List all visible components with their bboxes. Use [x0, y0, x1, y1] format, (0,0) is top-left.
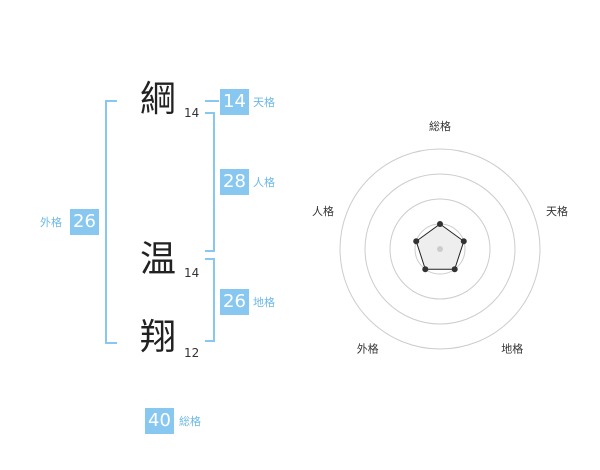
- radar-points: [413, 221, 467, 273]
- chikaku-label: 地格: [253, 296, 275, 309]
- radar-ring-4: [339, 148, 541, 350]
- chikaku-value: 26: [220, 289, 249, 315]
- name-char-2-strokes: 14: [184, 266, 200, 280]
- radar-point-0: [437, 221, 443, 227]
- radar-point-2: [451, 266, 458, 273]
- radar-ring-2: [389, 198, 491, 300]
- soukaku-label: 総格: [179, 415, 201, 428]
- gaikaku-label: 外格: [40, 216, 62, 229]
- radar-point-3: [422, 266, 429, 273]
- tenkaku-label: 天格: [253, 96, 275, 109]
- gaikaku-bracket: [105, 100, 117, 344]
- soukaku-value: 40: [145, 408, 174, 434]
- radar-point-1: [460, 238, 467, 245]
- name-char-3: 翔: [140, 317, 177, 358]
- radar-axis-label-1: 天格: [546, 204, 568, 218]
- radar-center: [437, 246, 443, 252]
- gaikaku-value: 26: [70, 209, 99, 235]
- tenkaku-connector: [205, 100, 219, 102]
- radar-ring-3: [364, 173, 516, 325]
- name-char-1-strokes: 14: [184, 106, 200, 120]
- jinkaku-bracket: [205, 112, 215, 252]
- radar-point-4: [413, 238, 420, 245]
- jinkaku-value: 28: [220, 169, 249, 195]
- jinkaku-label: 人格: [253, 176, 275, 189]
- name-char-3-strokes: 12: [184, 346, 200, 360]
- radar-rings: [339, 148, 541, 350]
- radar-axis-label-4: 人格: [312, 204, 334, 218]
- radar-axis-label-3: 外格: [357, 342, 379, 356]
- radar-axis-label-0: 総格: [429, 119, 451, 133]
- name-char-1: 綱: [140, 79, 177, 120]
- radar-axis-label-2: 地格: [501, 342, 523, 356]
- tenkaku-value: 14: [220, 89, 249, 115]
- name-char-2: 温: [140, 239, 177, 280]
- chikaku-bracket: [205, 258, 215, 342]
